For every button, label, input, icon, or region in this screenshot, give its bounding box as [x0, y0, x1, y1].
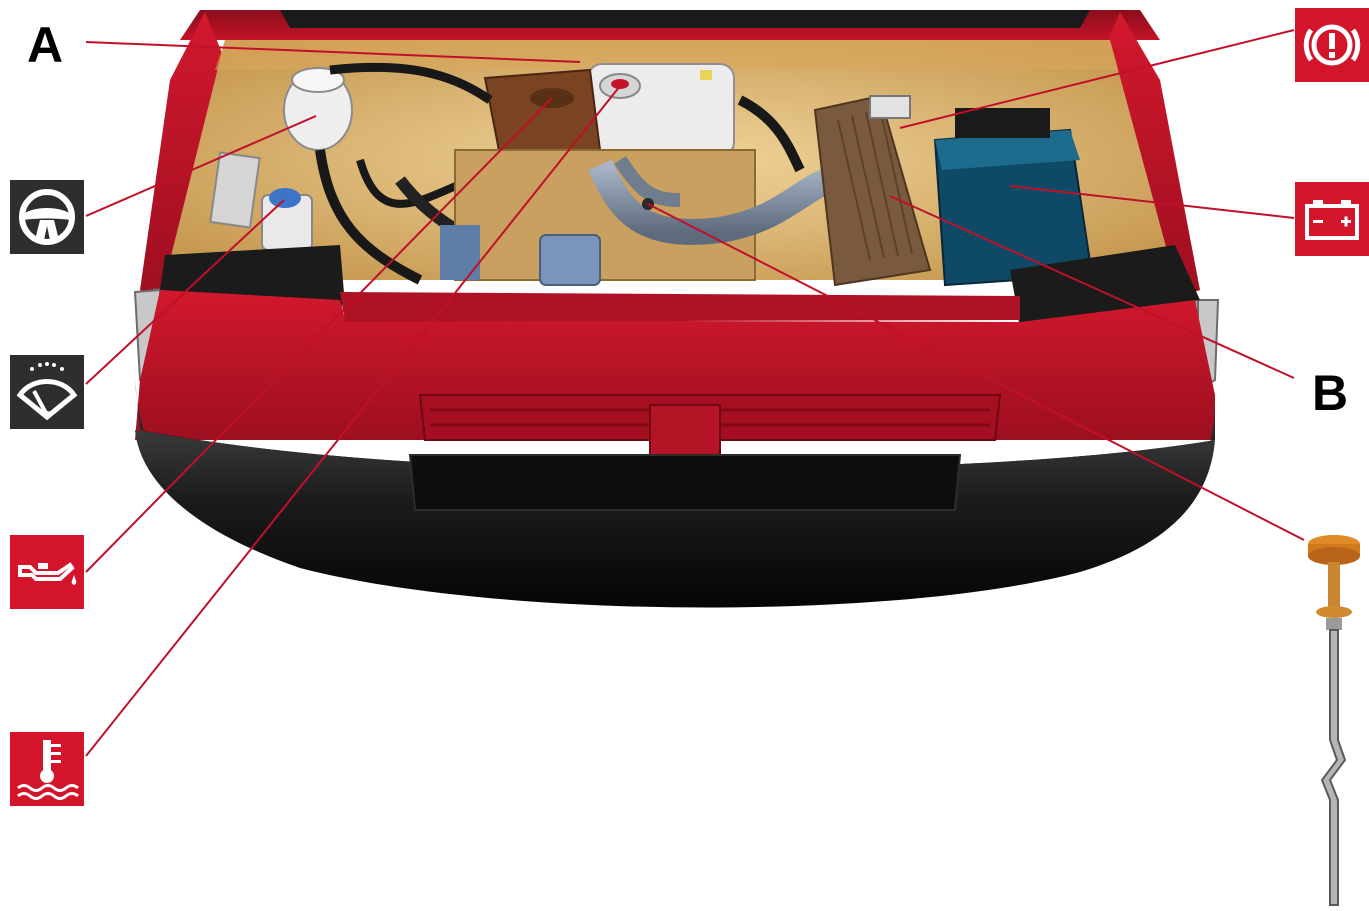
hood-underside	[280, 10, 1090, 28]
brake-master-cylinder	[485, 70, 600, 156]
dipstick	[1308, 535, 1360, 905]
label-a: A	[27, 20, 63, 70]
brake-warning-icon	[1295, 8, 1369, 82]
coolant-temperature-icon	[10, 732, 84, 806]
label-b: B	[1312, 368, 1348, 418]
washer-fluid-icon	[10, 355, 84, 429]
battery-icon	[1295, 182, 1369, 256]
power-steering-icon	[10, 180, 84, 254]
oil-can-icon	[10, 535, 84, 609]
